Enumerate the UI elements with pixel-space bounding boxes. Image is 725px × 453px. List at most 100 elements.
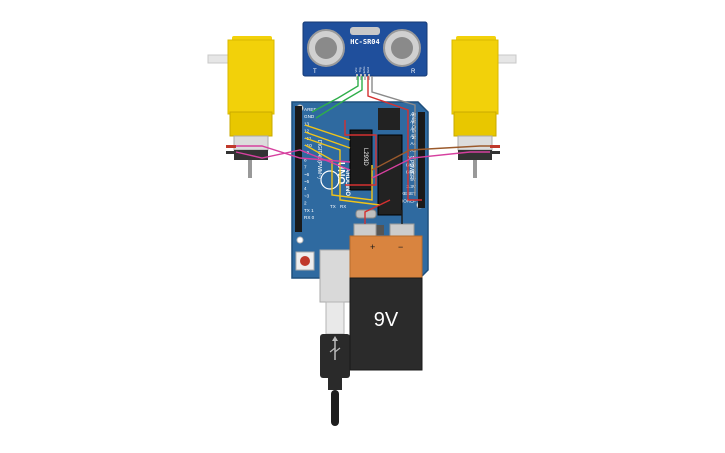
battery-minus-label: − [398, 242, 403, 252]
pin-label: 5V [410, 177, 417, 182]
sensor-model-label: HC-SR04 [350, 38, 380, 46]
right-motor-gearbox [451, 39, 499, 115]
wire-red-vcc [367, 76, 422, 201]
usb-cable [331, 390, 339, 426]
capacitor [374, 225, 384, 235]
digital-header[interactable] [295, 106, 302, 232]
pin-label: 2 [304, 201, 307, 206]
left-motor-lower [229, 111, 273, 137]
left-motor-can [233, 135, 269, 151]
left-motor-axle [248, 160, 252, 178]
wire-green-trig [311, 76, 359, 113]
pin-label: 8 [304, 157, 307, 162]
right-motor-axle [473, 160, 477, 178]
usb-plug-metal [325, 301, 345, 335]
sensor-pin [360, 74, 362, 80]
right-motor-cap [458, 150, 492, 160]
sensor-transducer-right-mesh [391, 37, 413, 59]
pin-label: A3 [410, 134, 416, 139]
wire-yellow-4 [304, 144, 373, 201]
right-motor-lower [453, 111, 497, 137]
crystal [355, 209, 377, 219]
usb-chip [378, 108, 400, 130]
tx-label: TX [330, 204, 336, 209]
wire-yellow-1 [304, 124, 351, 141]
left-motor-gearbox [227, 39, 275, 115]
usb-strain-relief [328, 378, 342, 390]
power-header-label: POWER [408, 160, 414, 179]
wire-gray-gnd [371, 76, 416, 196]
sensor-pin [364, 74, 366, 80]
analog-power-header[interactable] [418, 112, 425, 208]
brand-label: ARDUINO [344, 168, 350, 196]
rx-label: RX [340, 204, 346, 209]
pin-label: A2 [410, 126, 416, 131]
battery-voltage-label: 9V [374, 309, 399, 331]
pin-label: GND [304, 114, 315, 119]
arduino-logo-icon [320, 170, 340, 190]
pin-label: GND [406, 170, 417, 175]
mounting-hole [296, 236, 304, 244]
sensor-transducer-left-mesh [315, 37, 337, 59]
wire-yellow-3 [304, 137, 381, 206]
right-motor-can [457, 135, 493, 151]
left-motor[interactable] [207, 36, 275, 178]
l293d-label: L293D [362, 148, 368, 166]
pin-label: ~3 [304, 193, 310, 198]
usb-icon [329, 336, 341, 360]
wire-brown-right-motor [371, 145, 490, 171]
pin-label: A4 [410, 141, 416, 146]
battery-9v[interactable]: + − 9V [349, 223, 423, 371]
pin-label: RX 0 [304, 215, 315, 220]
microcontroller-chip [377, 134, 403, 216]
pin-label: IOREF [402, 198, 416, 203]
sensor-pin-label: Vcc [354, 67, 358, 73]
analog-header-label: ANALOG IN [410, 112, 416, 140]
pin-label: 7 [304, 165, 307, 170]
pin-label: 12 [304, 129, 310, 134]
pin-label: 3.3V [407, 184, 417, 189]
sensor-pin-label: Trig [358, 67, 362, 72]
sensor-letter-r: R [411, 69, 416, 75]
pin-label: 4 [304, 186, 307, 191]
sensor-pin-label: Gnd [366, 67, 370, 73]
usb-connector[interactable] [319, 249, 351, 426]
battery-snap-minus [389, 223, 415, 237]
wires [235, 76, 490, 224]
right-motor[interactable] [451, 36, 517, 178]
pin-label: 13 [304, 121, 310, 126]
wire-pink-right-motor [371, 151, 490, 179]
battery-plus-label: + [370, 242, 375, 252]
left-motor-terminal-black [226, 151, 236, 154]
reset-button-icon [300, 256, 310, 266]
wire-yellow-2 [304, 131, 351, 149]
sensor-pin-label: Echo [362, 66, 366, 73]
sensor-pin [356, 74, 358, 80]
sensor-letter-t: T [313, 69, 317, 75]
pin-label: GND [406, 162, 417, 167]
pin-label: ~6 [304, 172, 310, 177]
battery-snap-plus [353, 223, 377, 237]
sensor-crystal [350, 27, 380, 35]
battery-body [349, 277, 423, 371]
right-motor-terminal-black [490, 151, 500, 154]
wire-battery-plus [364, 199, 391, 224]
right-motor-terminal-red [490, 145, 500, 148]
wire-red-loop [344, 120, 377, 186]
pin-label: A1 [410, 119, 416, 124]
battery-top [349, 235, 423, 283]
usb-port [319, 249, 351, 303]
pin-label: AREF [304, 107, 316, 112]
l293d-chip[interactable] [349, 129, 373, 191]
wire-purple-left-motor [235, 149, 351, 171]
left-motor-terminal-red [226, 145, 236, 148]
wire-green-echo [315, 76, 363, 119]
sensor-pin [368, 74, 370, 80]
pin-label: ~5 [304, 179, 310, 184]
pin-label: A0 [410, 112, 416, 117]
pin-label: TX 1 [304, 208, 314, 213]
pin-label: ~10 [304, 143, 312, 148]
